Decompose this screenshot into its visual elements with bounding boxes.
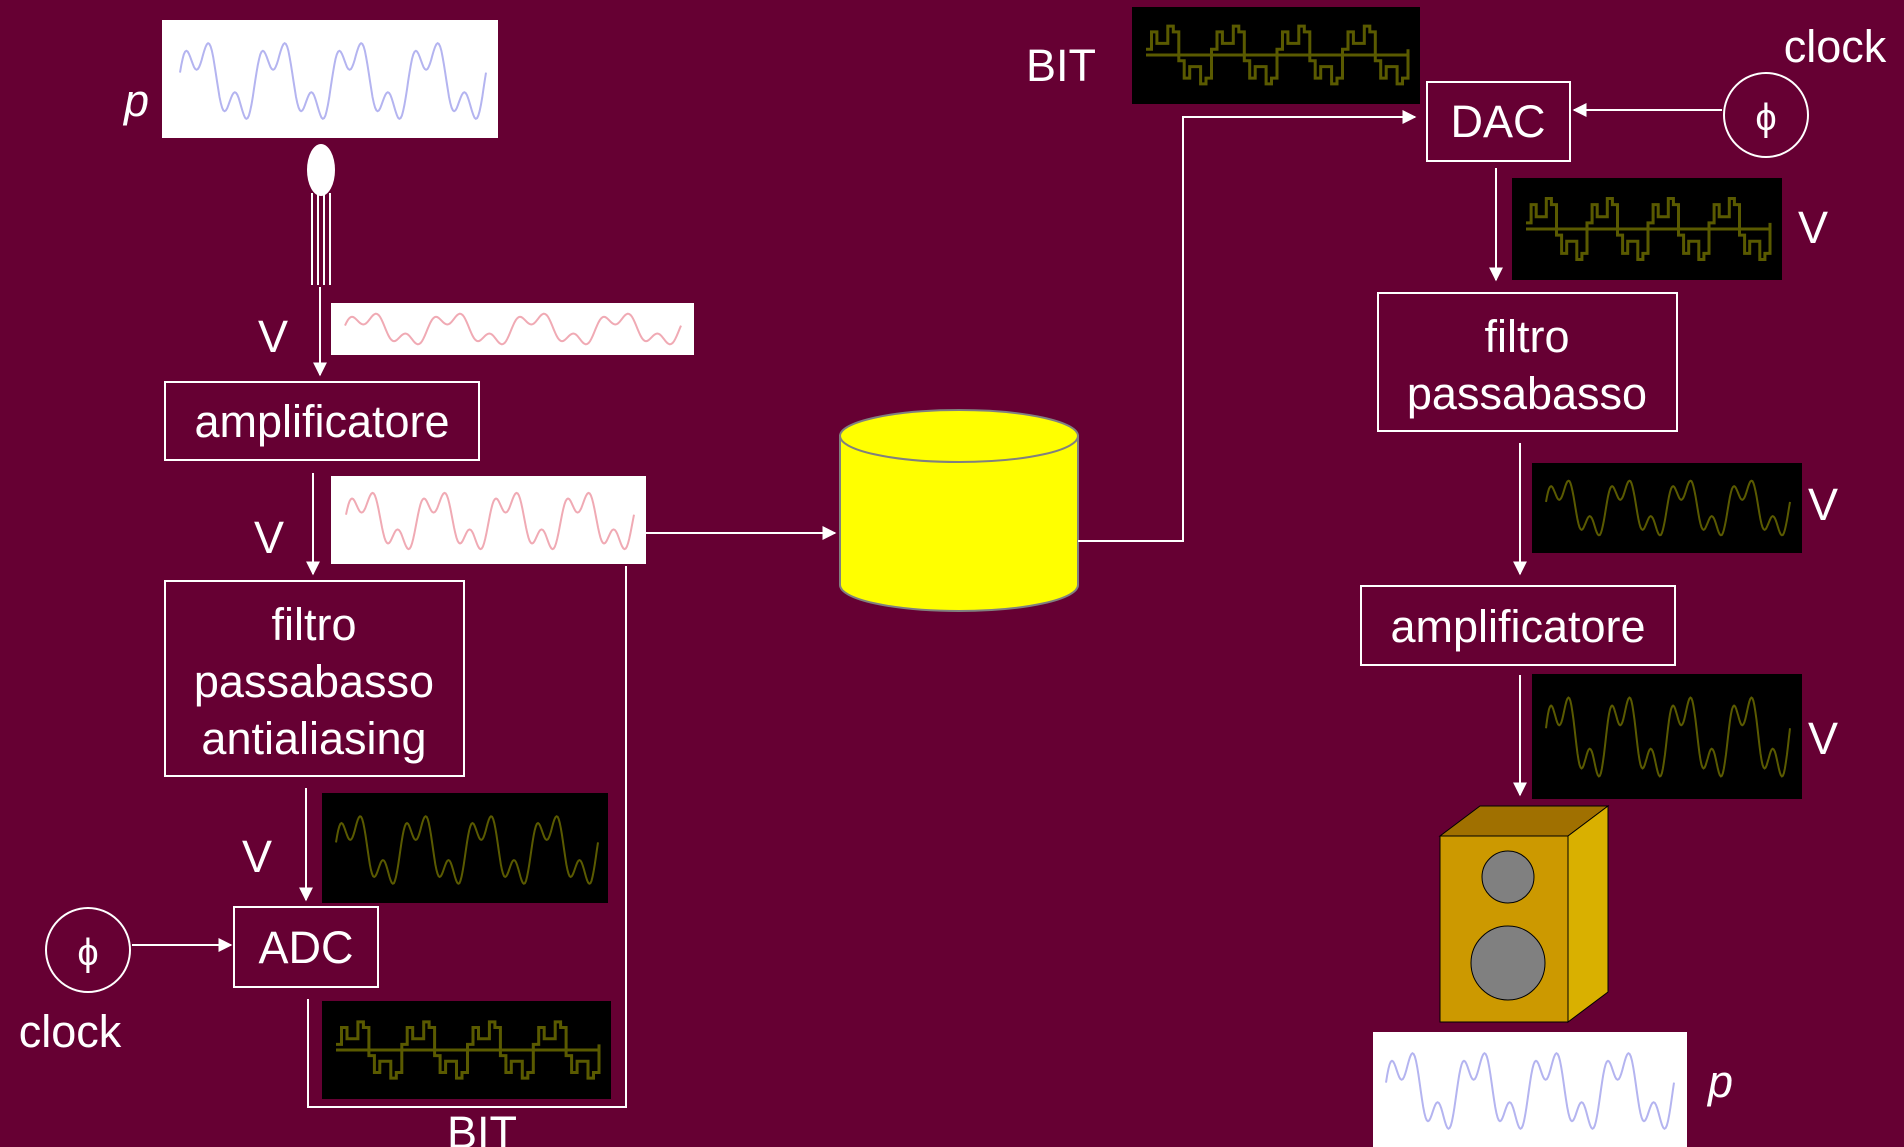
pressure-waveform-left <box>162 20 498 138</box>
bit-line-adc-to-memory <box>307 566 627 1108</box>
filter-label-line1-left: filtro <box>271 599 356 650</box>
signal-label-v3-right: V <box>1808 713 1838 764</box>
signal-label-v1-right: V <box>1798 202 1828 253</box>
voltage-waveform-filtered-right <box>1532 463 1802 553</box>
antialiasing-filter-box <box>164 580 465 777</box>
filter-label-line3-left: antialiasing <box>201 713 426 764</box>
adc-box <box>233 906 379 988</box>
clock-source-right <box>1723 72 1809 158</box>
filter-label-line2-left: passabasso <box>194 656 434 707</box>
loudspeaker-icon <box>1438 805 1610 1023</box>
signal-label-v3-left: V <box>242 831 272 882</box>
reconstruction-filter-box <box>1377 292 1678 432</box>
amplifier-label-left: amplificatore <box>194 396 449 447</box>
signal-label-v1-left: V <box>258 311 288 362</box>
amplifier-label-right: amplificatore <box>1390 601 1645 652</box>
arrow-memory-to-dac <box>1078 110 1417 542</box>
bit-waveform-memory <box>1132 7 1420 104</box>
amplifier-box-right <box>1360 585 1676 666</box>
clock-source-left <box>45 907 131 993</box>
amplifier-box-left <box>164 381 480 461</box>
voltage-waveform-amplified-right <box>1532 674 1802 799</box>
voltage-waveform-filtered-left <box>322 793 608 903</box>
dac-box <box>1426 81 1571 162</box>
clock-phi-icon-left: ϕ <box>77 932 98 974</box>
pressure-waveform-right <box>1373 1032 1687 1147</box>
filter-label-line1-right: filtro <box>1484 311 1569 362</box>
voltage-waveform-mic <box>331 303 694 355</box>
filter-label-line2-right: passabasso <box>1407 368 1647 419</box>
signal-label-v2-right: V <box>1808 479 1838 530</box>
clock-label-right: clock <box>1784 21 1887 72</box>
clock-phi-icon-right: ϕ <box>1755 97 1776 139</box>
voltage-waveform-dac <box>1512 178 1782 280</box>
microphone-icon <box>307 144 335 285</box>
voltage-waveform-amplified <box>331 476 646 564</box>
pressure-symbol-left: p <box>122 75 149 126</box>
adc-label: ADC <box>258 922 353 973</box>
pressure-symbol-right: p <box>1706 1056 1733 1107</box>
clock-label-left: clock <box>19 1006 122 1057</box>
signal-label-v2-left: V <box>254 512 284 563</box>
memory-cylinder <box>839 409 1079 612</box>
bit-label-right: BIT <box>1026 40 1096 91</box>
dac-label: DAC <box>1450 96 1545 147</box>
bit-waveform-adc <box>322 1001 611 1099</box>
bit-label-left: BIT <box>447 1107 517 1147</box>
